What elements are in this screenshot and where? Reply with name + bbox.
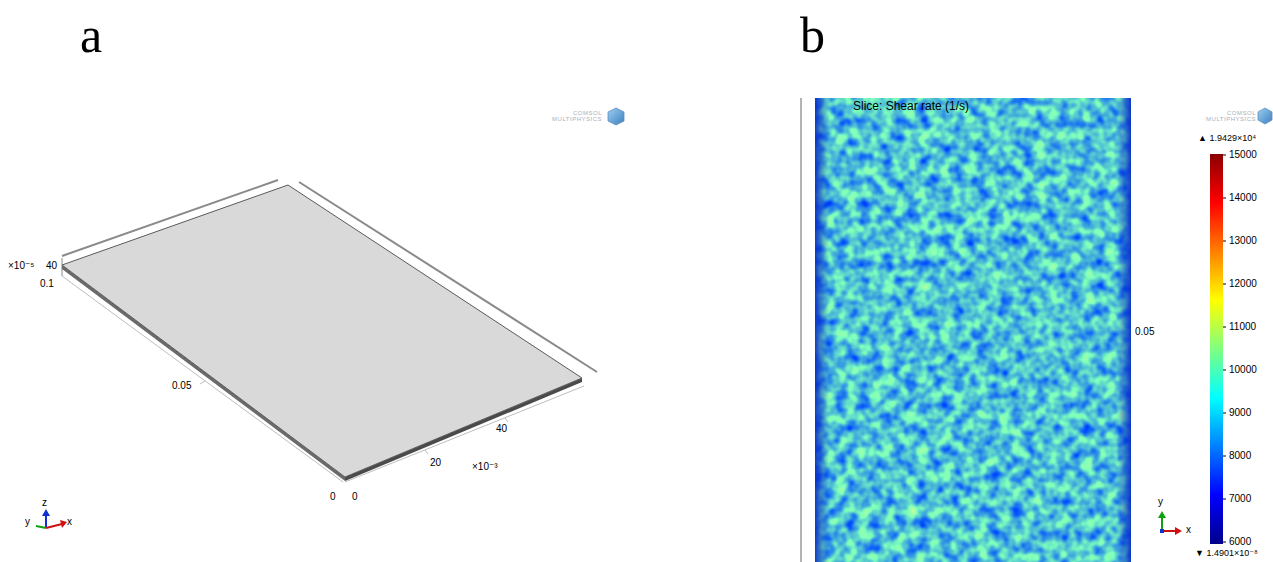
shear-rate-slice <box>815 98 1131 562</box>
axis-triad <box>1158 511 1182 535</box>
colorbar-tick: 10000 <box>1229 364 1257 375</box>
colorbar-tick: 7000 <box>1229 493 1251 504</box>
colorbar-tick: 9000 <box>1229 407 1251 418</box>
logo-text: COMSOL MULTIPHYSICS <box>1182 110 1256 122</box>
slice-edge <box>815 98 829 562</box>
axis-tick: 0.05 <box>172 380 191 391</box>
axis-tick: 0.05 <box>1135 326 1154 337</box>
axis-exponent: ×10⁻³ <box>472 461 498 472</box>
axis-line <box>800 98 802 562</box>
panel-letter: a <box>80 8 102 63</box>
panel-letter: b <box>800 8 825 63</box>
colorbar-tick: 8000 <box>1229 450 1251 461</box>
colorbar-tick: 13000 <box>1229 235 1257 246</box>
max-value: ▲ 1.9429×10⁴ <box>1198 134 1256 144</box>
axis-triad <box>36 509 67 528</box>
axis-exponent: ×10⁻⁵ <box>8 260 34 271</box>
colorbar-tick: 14000 <box>1229 192 1257 203</box>
logo-cube <box>1258 108 1272 124</box>
colorbar-tick: 15000 <box>1229 149 1257 160</box>
axis-name: y <box>1158 496 1163 507</box>
axis-name: z <box>42 497 47 508</box>
colorbar-tick: 12000 <box>1229 278 1257 289</box>
axis-tick: 0 <box>330 491 336 502</box>
axis-name: x <box>67 516 72 527</box>
color-bar <box>1210 154 1226 544</box>
colorbar-tick: 11000 <box>1229 321 1256 332</box>
colorbar-tick: 6000 <box>1229 536 1251 547</box>
axis-tick: 0.1 <box>40 278 54 289</box>
plate-geometry <box>62 180 597 482</box>
logo-cube <box>608 108 624 125</box>
axis-name: y <box>25 516 30 527</box>
axis-tick: 40 <box>46 260 57 271</box>
logo-text: COMSOL MULTIPHYSICS <box>532 110 602 122</box>
min-value: ▼ 1.4901×10⁻⁸ <box>1195 549 1258 559</box>
axis-tick: 40 <box>496 423 507 434</box>
plot-title: Slice: Shear rate (1/s) <box>853 100 969 113</box>
axis-name: x <box>1186 524 1191 535</box>
axis-tick: 20 <box>430 457 441 468</box>
axis-tick: 0 <box>352 491 358 502</box>
slice-edge <box>1117 98 1131 562</box>
